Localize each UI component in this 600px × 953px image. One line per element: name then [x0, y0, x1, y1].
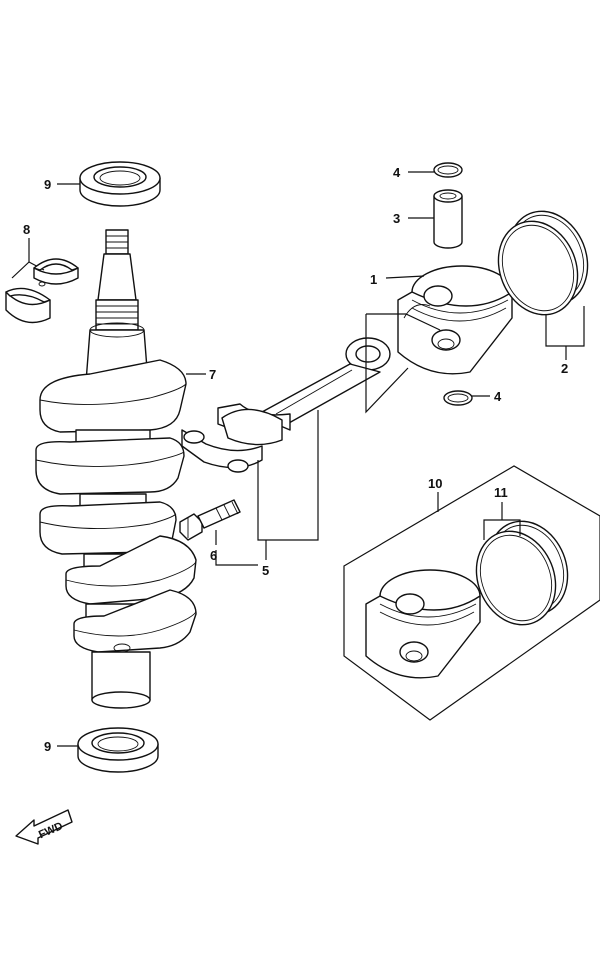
crankshaft — [35, 229, 197, 709]
circlip-upper — [433, 162, 463, 178]
piston-kit-ring-set — [475, 520, 569, 626]
callout-6: 6 — [210, 548, 217, 563]
callout-9-upper: 9 — [44, 177, 51, 192]
piston-pin — [433, 189, 463, 249]
conrod-bolt — [179, 499, 241, 541]
connecting-rod — [181, 337, 391, 473]
piston-kit-frame — [343, 465, 600, 721]
bearing-lower-half — [5, 287, 51, 324]
callout-7: 7 — [209, 367, 216, 382]
callout-9-lower: 9 — [44, 739, 51, 754]
callout-10: 10 — [428, 476, 442, 491]
callout-5: 5 — [262, 563, 269, 578]
leader-1-bracket-top — [366, 313, 441, 331]
leader-8-a — [11, 261, 30, 279]
callout-4-upper: 4 — [393, 165, 401, 180]
leader-6-link — [215, 550, 258, 566]
callout-8: 8 — [23, 222, 30, 237]
callout-3: 3 — [393, 211, 400, 226]
oil-seal-lower — [77, 727, 159, 773]
leader-5 — [257, 410, 319, 541]
callout-4-lower: 4 — [494, 389, 502, 404]
leader-1 — [385, 275, 425, 279]
piston-ring-set — [497, 210, 589, 316]
piston-kit-piston — [365, 569, 481, 679]
piston — [397, 265, 513, 375]
leader-2-bracket — [545, 306, 585, 347]
bearing-upper-half — [33, 258, 79, 287]
leader-1-bracket — [365, 314, 409, 414]
callout-11: 11 — [494, 485, 508, 500]
callout-1: 1 — [370, 272, 377, 287]
oil-seal-upper — [79, 161, 161, 207]
callout-2: 2 — [561, 361, 568, 376]
circlip-lower — [443, 390, 473, 406]
fwd-arrow-icon: FWD — [15, 809, 73, 845]
